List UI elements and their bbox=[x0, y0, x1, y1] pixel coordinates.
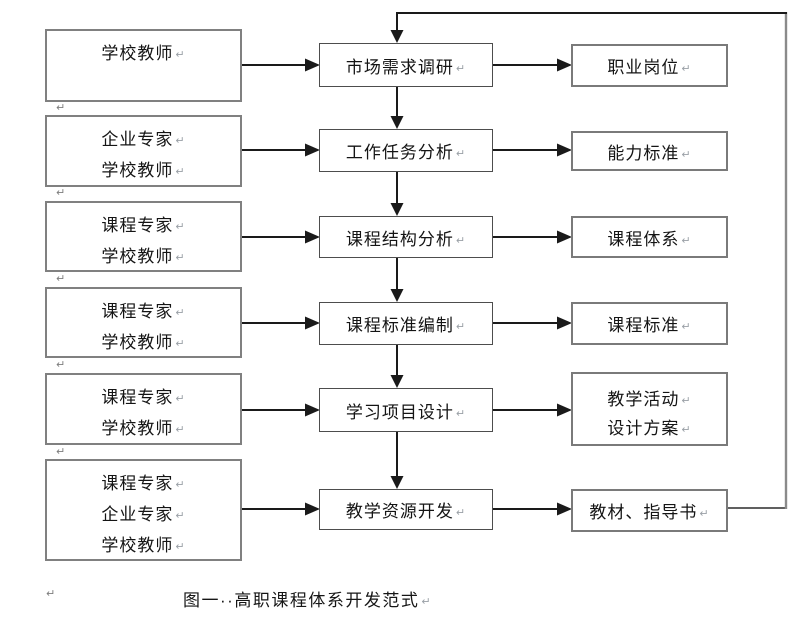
paragraph-mark: ↵ bbox=[175, 49, 186, 61]
paragraph-mark: ↵ bbox=[455, 407, 467, 420]
paragraph-mark: ↵ bbox=[175, 510, 186, 522]
box-text-line: 学校教师↵ bbox=[101, 247, 186, 266]
paragraph-mark: ↵ bbox=[56, 446, 66, 458]
output-box-row3: 课程体系↵ bbox=[571, 216, 728, 258]
box-text-line: 工作任务分析↵ bbox=[345, 143, 467, 162]
paragraph-mark: ↵ bbox=[175, 166, 186, 178]
paragraph-mark: ↵ bbox=[56, 359, 66, 371]
box-text-line: 企业专家↵ bbox=[101, 505, 186, 524]
participants-box-row3: 课程专家↵ 学校教师↵ bbox=[45, 201, 242, 272]
arrow-process5-to-process6 bbox=[390, 432, 404, 489]
box-text-line: 课程专家↵ bbox=[101, 474, 186, 493]
process-box-row2: 工作任务分析↵ bbox=[319, 129, 493, 172]
process-box-row5: 学习项目设计↵ bbox=[319, 388, 493, 432]
output-box-row4: 课程标准↵ bbox=[571, 302, 728, 345]
output-box-row2: 能力标准↵ bbox=[571, 131, 728, 171]
box-text-line: 教材、指导书↵ bbox=[589, 503, 710, 522]
box-text-line: 市场需求调研↵ bbox=[345, 57, 467, 77]
arrow-left-to-process-row6 bbox=[242, 502, 320, 516]
paragraph-mark: ↵ bbox=[175, 393, 186, 405]
paragraph-mark: ↵ bbox=[455, 62, 467, 75]
participants-box-row2: 企业专家↵ 学校教师↵ bbox=[45, 115, 242, 187]
participants-box-row5: 课程专家↵ 学校教师↵ bbox=[45, 373, 242, 445]
paragraph-mark: ↵ bbox=[175, 307, 186, 319]
figure-caption-text: 图一··高职课程体系开发范式 bbox=[183, 591, 420, 610]
process-box-row4: 课程标准编制↵ bbox=[319, 302, 493, 345]
participants-box-row4: 课程专家↵ 学校教师↵ bbox=[45, 287, 242, 358]
paragraph-mark: ↵ bbox=[175, 221, 186, 233]
output-box-row1: 职业岗位↵ bbox=[571, 44, 728, 87]
box-text-line: 学校教师↵ bbox=[101, 536, 186, 555]
paragraph-mark: ↵ bbox=[175, 424, 186, 436]
participants-box-row1: 学校教师↵ bbox=[45, 29, 242, 102]
box-text-line: 课程专家↵ bbox=[101, 388, 186, 407]
paragraph-mark: ↵ bbox=[175, 479, 186, 491]
box-text-line: 学校教师↵ bbox=[101, 419, 186, 438]
arrow-process-to-output-row3 bbox=[493, 230, 572, 244]
box-text-line: 企业专家↵ bbox=[101, 130, 186, 149]
box-text-line: 学习项目设计↵ bbox=[345, 402, 467, 422]
arrow-process4-to-process5 bbox=[390, 345, 404, 388]
paragraph-mark: ↵ bbox=[681, 424, 692, 436]
paragraph-mark: ↵ bbox=[455, 321, 467, 333]
paragraph-mark: ↵ bbox=[175, 338, 186, 350]
paragraph-mark: ↵ bbox=[455, 507, 467, 519]
paragraph-mark: ↵ bbox=[46, 588, 56, 600]
arrow-process1-to-process2 bbox=[390, 87, 404, 129]
paragraph-mark: ↵ bbox=[175, 541, 186, 553]
paragraph-mark: ↵ bbox=[56, 102, 66, 114]
arrow-left-to-process-row3 bbox=[242, 230, 320, 244]
paragraph-mark: ↵ bbox=[455, 234, 467, 247]
figure-caption: 图一··高职课程体系开发范式↵ bbox=[183, 586, 432, 611]
arrow-process-to-output-row4 bbox=[493, 316, 572, 330]
paragraph-mark: ↵ bbox=[681, 234, 692, 247]
participants-box-row6: 课程专家↵ 企业专家↵ 学校教师↵ bbox=[45, 459, 242, 561]
output-box-row6: 教材、指导书↵ bbox=[571, 489, 728, 532]
feedback-loop-line bbox=[390, 12, 788, 509]
paragraph-mark: ↵ bbox=[681, 63, 692, 75]
box-text-line: 教学资源开发↵ bbox=[345, 502, 467, 521]
arrow-left-to-process-row1 bbox=[242, 58, 320, 72]
box-text-line: 学校教师↵ bbox=[101, 333, 186, 352]
box-text-line: 课程专家↵ bbox=[101, 302, 186, 321]
paragraph-mark: ↵ bbox=[421, 596, 433, 608]
box-text-line: 课程结构分析↵ bbox=[345, 229, 467, 249]
arrow-process3-to-process4 bbox=[390, 258, 404, 302]
arrow-process-to-output-row5 bbox=[493, 403, 572, 417]
box-text-line: 能力标准↵ bbox=[607, 143, 692, 163]
arrow-process-to-output-row6 bbox=[493, 502, 572, 516]
arrow-process2-to-process3 bbox=[390, 172, 404, 216]
arrow-left-to-process-row2 bbox=[242, 143, 320, 157]
paragraph-mark: ↵ bbox=[175, 252, 186, 264]
paragraph-mark: ↵ bbox=[455, 148, 467, 160]
box-text-line: 教学活动↵ bbox=[607, 390, 692, 409]
arrow-left-to-process-row5 bbox=[242, 403, 320, 417]
arrow-process-to-output-row1 bbox=[493, 58, 572, 72]
arrow-process-to-output-row2 bbox=[493, 143, 572, 157]
paragraph-mark: ↵ bbox=[681, 148, 692, 161]
paragraph-mark: ↵ bbox=[681, 395, 692, 407]
output-box-row5: 教学活动↵ 设计方案↵ bbox=[571, 372, 728, 446]
box-text-line: 设计方案↵ bbox=[607, 419, 692, 438]
box-text-line: 课程专家↵ bbox=[101, 216, 186, 235]
paragraph-mark: ↵ bbox=[699, 508, 710, 520]
paragraph-mark: ↵ bbox=[56, 273, 66, 285]
process-box-row1: 市场需求调研↵ bbox=[319, 43, 493, 87]
box-text-line: 课程体系↵ bbox=[607, 229, 692, 249]
process-box-row6: 教学资源开发↵ bbox=[319, 489, 493, 530]
paragraph-mark: ↵ bbox=[681, 321, 692, 333]
paragraph-mark: ↵ bbox=[56, 187, 66, 199]
process-box-row3: 课程结构分析↵ bbox=[319, 216, 493, 258]
arrow-left-to-process-row4 bbox=[242, 316, 320, 330]
box-text-line: 学校教师↵ bbox=[101, 161, 186, 180]
box-text-line: 课程标准编制↵ bbox=[345, 316, 467, 335]
box-text-line: 学校教师↵ bbox=[101, 44, 186, 63]
paragraph-mark: ↵ bbox=[175, 135, 186, 147]
box-text-line: 课程标准↵ bbox=[607, 316, 692, 335]
box-text-line: 职业岗位↵ bbox=[607, 58, 692, 77]
